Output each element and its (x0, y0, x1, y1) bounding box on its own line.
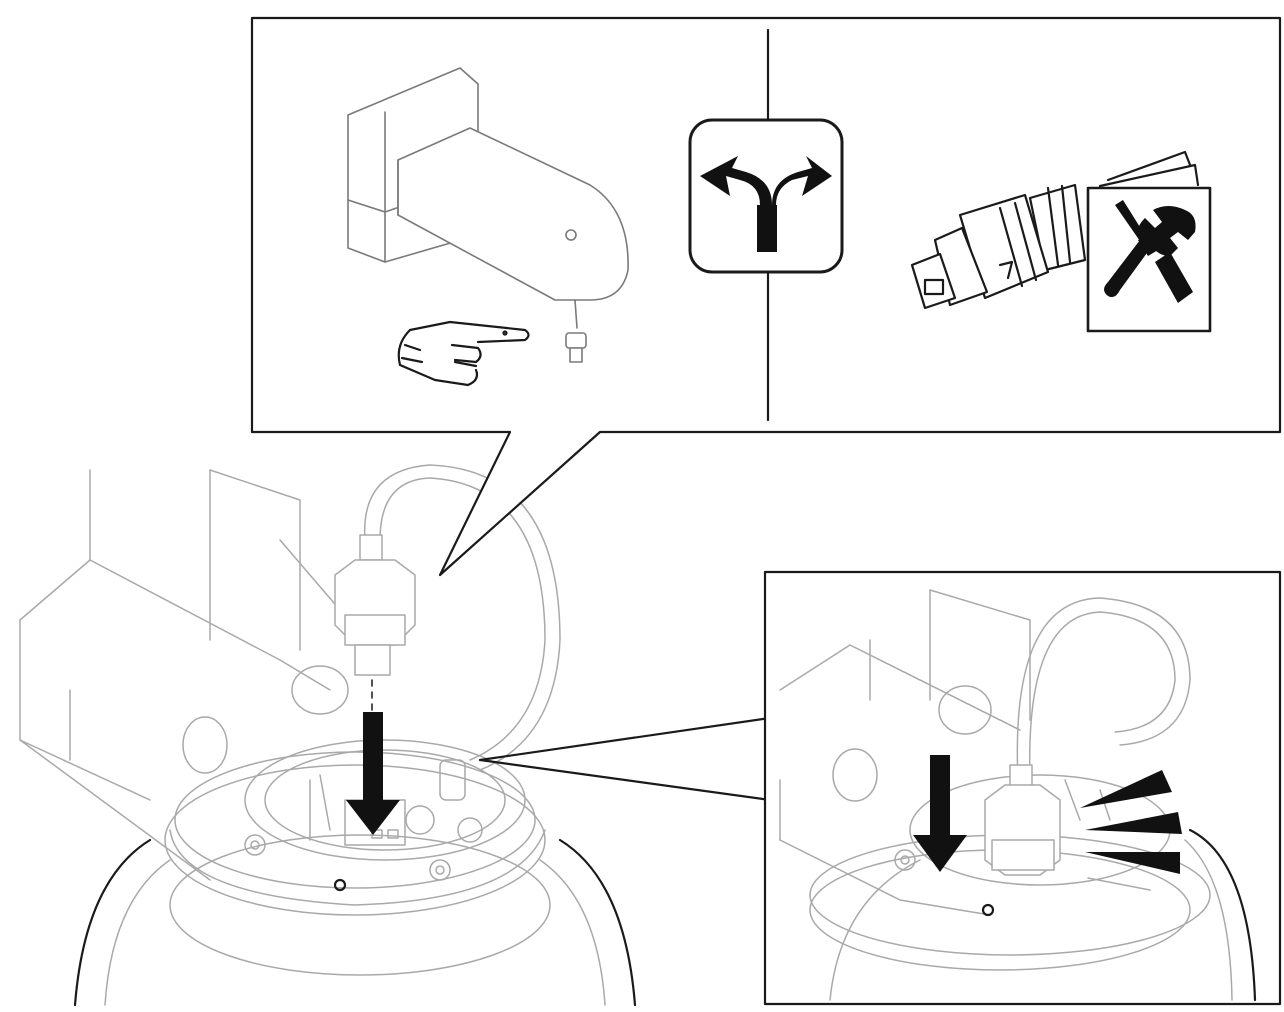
top-callout (250, 16, 1282, 577)
click-sound-icon (1080, 770, 1182, 891)
wall-mount-bracket-icon (347, 67, 629, 363)
fork-arrow-icon (688, 118, 844, 274)
rj45-plug (334, 534, 416, 676)
manual-tools-icon (1086, 150, 1212, 333)
rj45-connector-icon (910, 183, 1087, 310)
push-down-arrow-icon (913, 755, 967, 872)
push-down-arrow-icon (346, 712, 400, 835)
detail-base-scene (779, 589, 1257, 1002)
detail-callout (478, 570, 1282, 1006)
camera-base-scene (19, 464, 637, 1007)
pointing-hand-icon (397, 320, 530, 387)
